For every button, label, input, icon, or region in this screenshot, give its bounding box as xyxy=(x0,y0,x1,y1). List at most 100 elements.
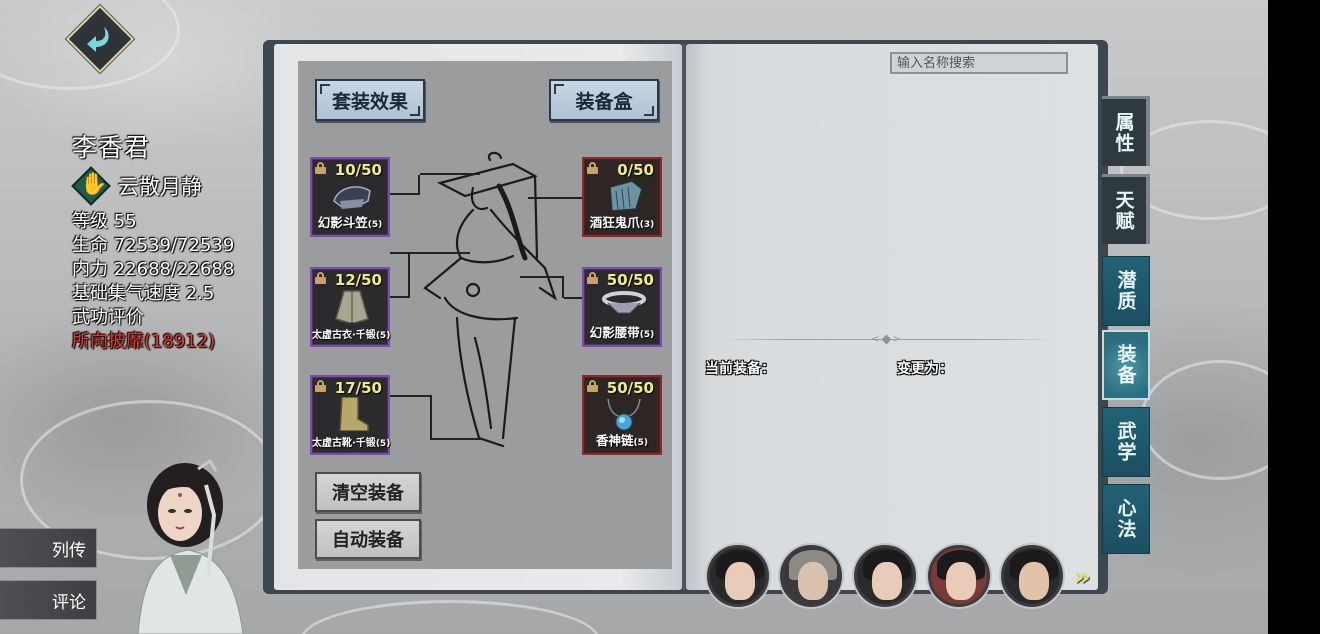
character-portrait xyxy=(137,458,244,634)
slot-count: 12/50 xyxy=(334,271,382,289)
slot-name: 幻影斗笠 xyxy=(317,215,368,230)
connector-line xyxy=(420,173,480,175)
return-arrow-icon xyxy=(87,27,109,52)
book-spine xyxy=(682,44,686,590)
roster-member-2[interactable] xyxy=(780,545,842,607)
set-effect-button[interactable]: 套装效果 xyxy=(315,79,425,121)
equipment-slot-waist[interactable]: 50/50 幻影腰带(5) xyxy=(582,267,662,347)
roster-member-3[interactable] xyxy=(854,545,916,607)
female-portrait-icon xyxy=(725,562,755,600)
slot-name: 香神链 xyxy=(595,433,634,448)
game-screen: 李香君 ✋ 云散月静 等级 55 生命 72539/72539 内力 22688… xyxy=(0,0,1268,634)
change-to-label: 变更为： xyxy=(897,361,953,377)
connector-line xyxy=(390,252,410,298)
stat-level: 等级 55 xyxy=(72,211,137,232)
slot-name: 太虚古衣·千锻 xyxy=(312,330,376,341)
equipment-slot-neck[interactable]: 50/50 香神链(5) xyxy=(582,375,662,455)
lock-icon xyxy=(587,380,598,392)
connector-line xyxy=(564,297,584,299)
equipment-slot-feet[interactable]: 17/50 太虚古靴·千锻(5) xyxy=(310,375,390,455)
slot-level: (3) xyxy=(639,220,655,230)
roster-next-button[interactable]: » xyxy=(1074,562,1091,592)
connector-line xyxy=(410,252,470,254)
stat-charge-speed: 基础集气速度 2.5 xyxy=(72,283,215,304)
tab-label: 心法 xyxy=(1114,498,1137,540)
biography-button[interactable]: 列传 xyxy=(0,528,97,568)
roster-member-1[interactable] xyxy=(707,545,769,607)
hat-icon xyxy=(333,186,371,209)
set-effect-label: 套装效果 xyxy=(331,90,408,113)
equipment-slot-body[interactable]: 12/50 太虚古衣·千锻(5) xyxy=(310,267,390,347)
slot-name: 酒狂鬼爪 xyxy=(589,215,640,230)
slot-count: 50/50 xyxy=(606,379,654,397)
equipment-box-label: 装备盒 xyxy=(575,90,633,113)
roster-member-5[interactable] xyxy=(1001,545,1063,607)
clear-equipment-button[interactable]: 清空装备 xyxy=(315,472,421,512)
character-stats: 等级 55 生命 72539/72539 内力 22688/22688 基础集气… xyxy=(72,210,234,354)
tab-martial-arts[interactable]: 武学 xyxy=(1102,407,1150,477)
robe-icon xyxy=(335,290,369,323)
equipment-box-button[interactable]: 装备盒 xyxy=(549,79,659,121)
slot-level: (5) xyxy=(375,331,391,341)
tab-talent[interactable]: 天赋 xyxy=(1102,174,1150,244)
tab-mental-method[interactable]: 心法 xyxy=(1102,484,1150,554)
lock-icon xyxy=(315,380,326,392)
male-portrait-icon xyxy=(1019,562,1049,600)
equipment-slot-head[interactable]: 10/50 幻影斗笠(5) xyxy=(310,157,390,237)
character-name: 李香君 xyxy=(72,133,151,162)
auto-equip-button[interactable]: 自动装备 xyxy=(315,519,421,559)
female-portrait-icon xyxy=(872,562,902,600)
biography-label: 列传 xyxy=(52,540,86,561)
tab-label: 装备 xyxy=(1114,344,1137,386)
connector-line xyxy=(390,395,432,440)
tab-attributes[interactable]: 属性 xyxy=(1102,96,1150,166)
green-palm-icon: ✋ xyxy=(70,166,112,206)
fighting-style: ✋ 云散月静 xyxy=(70,166,202,206)
belt-icon xyxy=(602,291,646,314)
equipment-slot-hands[interactable]: 0/50 酒狂鬼爪(3) xyxy=(582,157,662,237)
divider-ornament: <> xyxy=(871,333,901,345)
gauntlet-icon xyxy=(609,180,643,212)
connector-line xyxy=(520,276,564,298)
roster-member-4[interactable] xyxy=(928,545,990,607)
tab-label: 武学 xyxy=(1114,421,1137,463)
character-outline-figure xyxy=(423,151,558,448)
tab-label: 潜质 xyxy=(1114,270,1137,312)
slot-count: 10/50 xyxy=(334,161,382,179)
style-name: 云散月静 xyxy=(118,175,202,199)
slot-level: (5) xyxy=(639,330,655,340)
current-equipment-label: 当前装备： xyxy=(705,361,775,377)
male-hat-portrait-icon xyxy=(798,562,828,600)
lock-icon xyxy=(315,162,326,174)
screen-letterbox xyxy=(1268,0,1320,634)
search-input[interactable] xyxy=(890,52,1068,74)
connector-line xyxy=(528,197,583,199)
back-button[interactable] xyxy=(66,5,134,73)
stat-hp: 生命 72539/72539 xyxy=(72,235,235,256)
slot-level: (5) xyxy=(375,439,391,449)
clear-equipment-label: 清空装备 xyxy=(332,483,404,504)
boot-icon xyxy=(339,397,369,431)
comments-button[interactable]: 评论 xyxy=(0,580,97,620)
connector-line xyxy=(432,438,482,440)
background-wave xyxy=(1140,360,1268,480)
slot-count: 17/50 xyxy=(334,379,382,397)
comments-label: 评论 xyxy=(52,592,86,613)
lock-icon xyxy=(587,272,598,284)
tab-label: 天赋 xyxy=(1112,189,1135,232)
martial-rating-value: 所向披靡(18912) xyxy=(72,331,216,352)
female-portrait-icon xyxy=(946,562,976,600)
necklace-icon xyxy=(607,398,641,431)
auto-equip-label: 自动装备 xyxy=(332,530,404,551)
right-page xyxy=(686,44,1098,590)
slot-name: 太虚古靴·千锻 xyxy=(312,438,376,449)
slot-name: 幻影腰带 xyxy=(589,325,640,340)
tab-equipment[interactable]: 装备 xyxy=(1102,330,1150,400)
connector-line xyxy=(390,175,420,195)
lock-icon xyxy=(315,272,326,284)
tab-potential[interactable]: 潜质 xyxy=(1102,256,1150,326)
tab-label: 属性 xyxy=(1112,111,1135,154)
background-wave xyxy=(1120,120,1268,220)
slot-level: (5) xyxy=(367,220,383,230)
double-chevron-right-icon: » xyxy=(1074,562,1091,592)
